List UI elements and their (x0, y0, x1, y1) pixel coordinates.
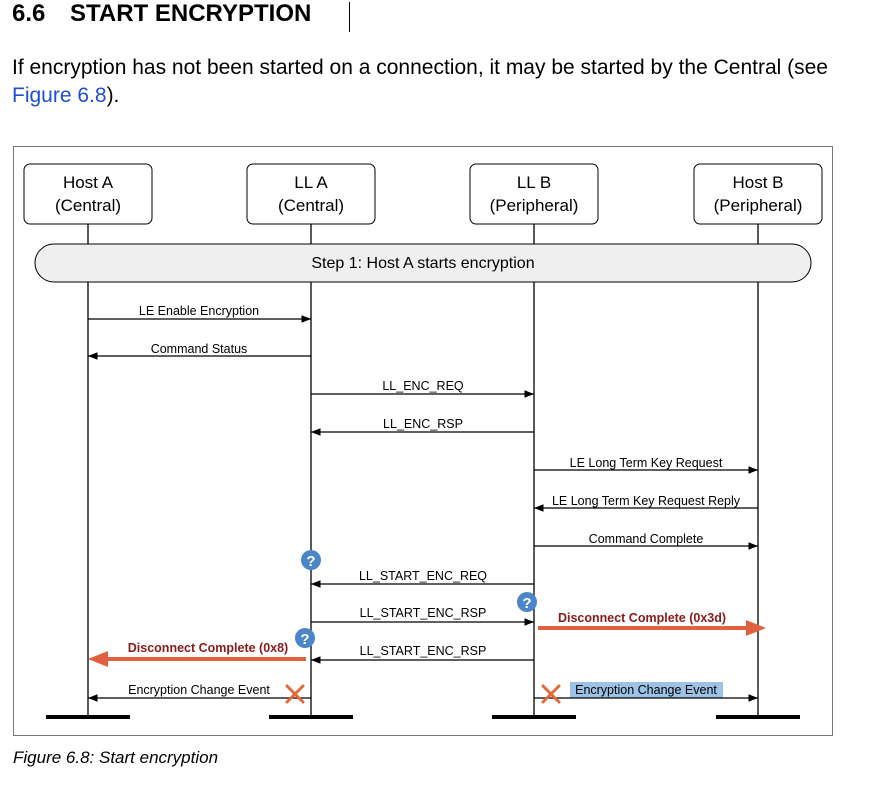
participant-role: (Peripheral) (714, 196, 803, 215)
step-banner: Step 1: Host A starts encryption (34, 243, 812, 283)
section-title: START ENCRYPTION (70, 0, 312, 27)
participant-role: (Central) (55, 196, 121, 215)
figure-link[interactable]: Figure 6.8 (12, 84, 107, 107)
message-encryption-change-b: Encryption Change Event (534, 682, 758, 702)
message-ll-start-enc-req: LL_START_ENC_REQ (311, 569, 534, 588)
message-command-complete: Command Complete (534, 532, 758, 550)
figure-caption: Figure 6.8: Start encryption (13, 748, 219, 767)
question-badge-icon: ? (295, 628, 315, 648)
paragraph-text-end: ). (106, 84, 120, 107)
message-label: LL_START_ENC_REQ (359, 569, 487, 583)
participant-role: (Peripheral) (490, 196, 579, 215)
question-badge-icon: ? (301, 550, 321, 570)
step-banner-label: Step 1: Host A starts encryption (311, 255, 534, 272)
participant-label: Host B (732, 173, 783, 192)
message-ltk-request: LE Long Term Key Request (534, 456, 758, 474)
participant-label: LL B (517, 173, 551, 192)
message-label: Command Complete (589, 532, 704, 546)
section-number: 6.6 (12, 0, 46, 27)
section-heading: 6.6 START ENCRYPTION (12, 0, 311, 28)
message-label: Encryption Change Event (128, 683, 270, 697)
participant-label: LL A (294, 173, 328, 192)
message-encryption-change-a: Encryption Change Event (88, 683, 311, 702)
participant-ll-b: LL B (Peripheral) (469, 163, 599, 225)
participant-role: (Central) (278, 196, 344, 215)
disconnect-arrow-left: Disconnect Complete (0x8) (88, 641, 306, 667)
figure-frame (13, 146, 833, 736)
message-label: LL_ENC_RSP (383, 417, 463, 431)
svg-text:?: ? (306, 553, 315, 570)
svg-text:?: ? (300, 631, 309, 648)
disconnect-arrow-right: Disconnect Complete (0x3d) (538, 611, 766, 636)
message-label: LE Long Term Key Request (570, 456, 723, 470)
cross-icon (541, 684, 561, 704)
participant-host-a: Host A (Central) (23, 163, 153, 225)
participant-host-b: Host B (Peripheral) (693, 163, 823, 225)
message-ll-enc-req: LL_ENC_REQ (311, 379, 534, 398)
message-label: LL_START_ENC_RSP (360, 606, 487, 620)
message-label: LL_START_ENC_RSP (360, 644, 487, 658)
cross-icon (285, 684, 305, 704)
message-label: Command Status (151, 342, 248, 356)
message-ll-start-enc-rsp-1: LL_START_ENC_RSP (311, 606, 534, 626)
text-cursor (349, 2, 350, 32)
message-ll-start-enc-rsp-2: LL_START_ENC_RSP (311, 644, 534, 664)
message-ltk-request-reply: LE Long Term Key Request Reply (534, 494, 758, 512)
message-label: LE Enable Encryption (139, 304, 259, 318)
message-label: Encryption Change Event (575, 683, 717, 697)
svg-text:?: ? (522, 595, 531, 612)
text-highlight (570, 682, 723, 698)
question-badge-icon: ? (517, 592, 537, 612)
disconnect-label: Disconnect Complete (0x8) (128, 641, 288, 655)
message-label: LL_ENC_REQ (382, 379, 464, 393)
participant-label: Host A (63, 173, 114, 192)
message-ll-enc-rsp: LL_ENC_RSP (311, 417, 534, 436)
intro-paragraph: If encryption has not been started on a … (12, 54, 852, 110)
message-command-status: Command Status (88, 342, 311, 360)
participant-ll-a: LL A (Central) (246, 163, 376, 225)
message-le-enable-encryption: LE Enable Encryption (88, 304, 311, 323)
disconnect-label: Disconnect Complete (0x3d) (558, 611, 726, 625)
message-label: LE Long Term Key Request Reply (552, 494, 741, 508)
paragraph-text: If encryption has not been started on a … (12, 56, 828, 79)
